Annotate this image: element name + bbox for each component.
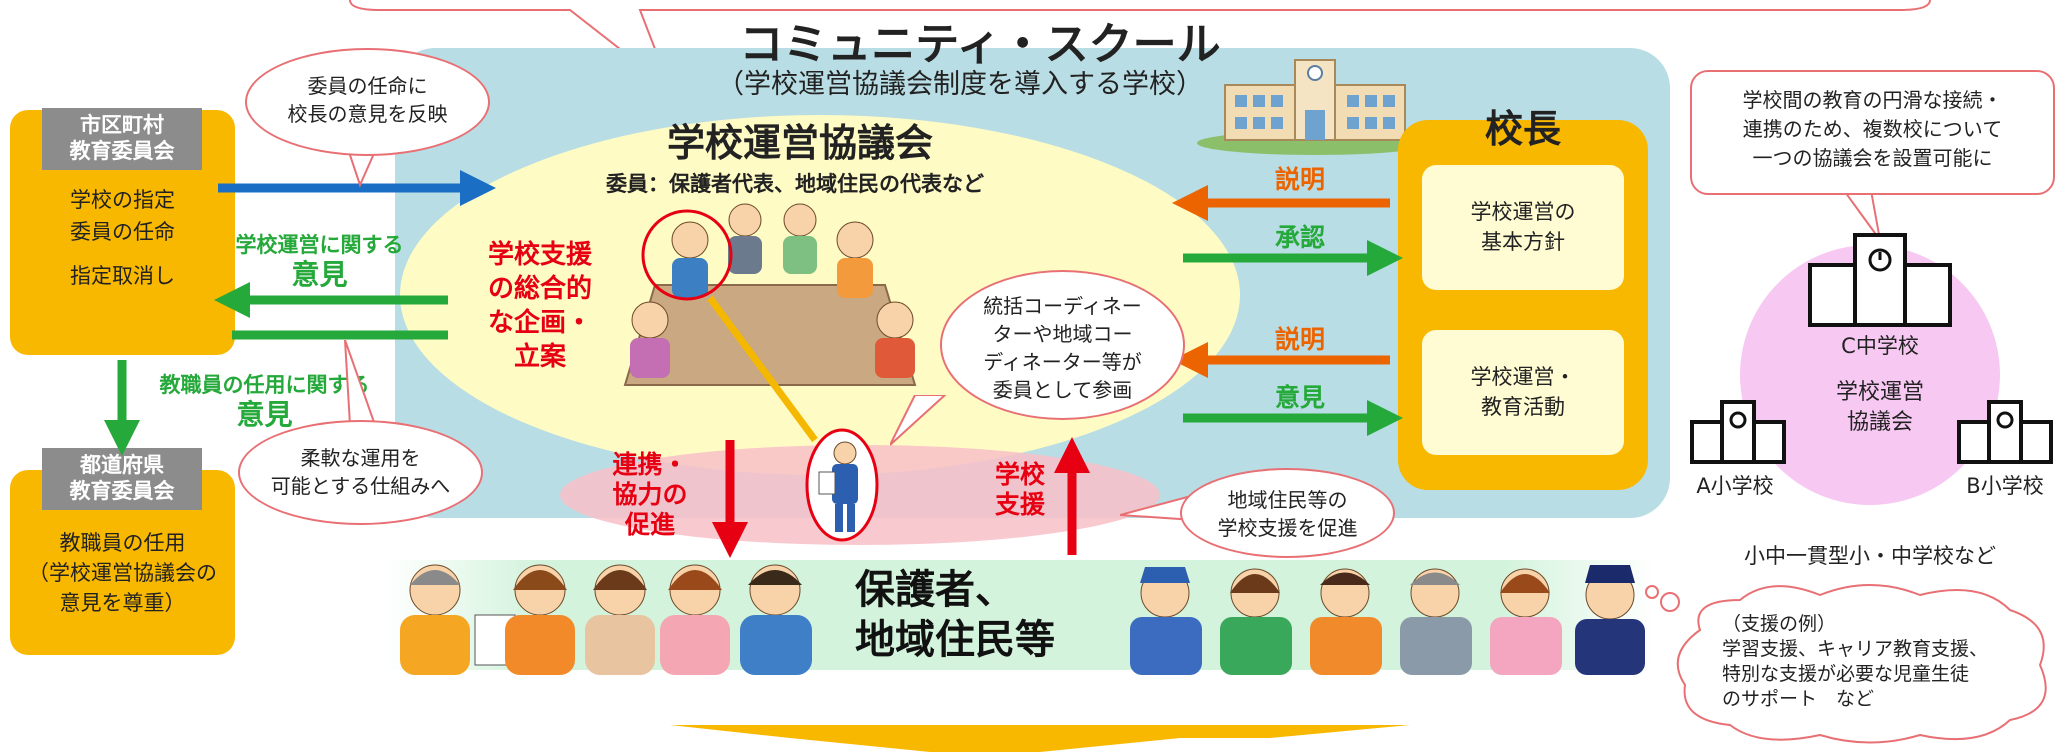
explain-label-2: 説明 (1274, 325, 1325, 354)
multi-callout: 学校間の教育の円滑な接続・ 連携のため、複数校について 一つの協議会を設置可能に (1690, 70, 2055, 195)
flexible-callout-tail (344, 340, 377, 426)
multi-line-2: 連携のため、複数校について (1742, 117, 2003, 141)
appoint-callout-line-1: 委員の任命に (307, 74, 428, 98)
opinion-staff-line-1: 教職員の任用に関する (159, 373, 370, 397)
b-elementary-label: B小学校 (1966, 474, 2044, 498)
policy-line-2: 基本方針 (1481, 230, 1565, 254)
appoint-callout: 委員の任命に 校長の意見を反映 (245, 48, 490, 156)
examples-cloud (1645, 584, 2047, 744)
meeting-illustration (623, 203, 917, 386)
support-line-2: 支援 (994, 490, 1045, 519)
opinion-school-line-1: 学校運営に関する (235, 233, 404, 257)
people-label: 保護者、 地域住民等 (855, 565, 1105, 665)
examples-text: （支援の例） 学習支援、キャリア教育支援、 特別な支援が必要な児童生徒 のサポー… (1722, 612, 2052, 712)
c-junior-high-label: C中学校 (1841, 334, 1919, 358)
b-elementary-icon (1957, 400, 2053, 464)
prefectural-item-2: （学校運営協議会の (28, 561, 217, 585)
municipal-board-items: 学校の指定 委員の任命 指定取消し (10, 184, 235, 292)
prefectural-item-1: 教職員の任用 (59, 531, 186, 555)
prefectural-head-line-1: 都道府県 (80, 453, 164, 477)
school-council-line-2: 協議会 (1846, 410, 1913, 435)
a-elementary-label: A小学校 (1696, 474, 1774, 498)
residents-line-1: 地域住民等の (1227, 488, 1348, 512)
bottom-arrow (670, 725, 1410, 752)
cooperation-line-2: 協力の (612, 480, 688, 509)
multi-line-3: 一つの協議会を設置可能に (1752, 146, 1993, 170)
opinion-staff-label: 教職員の任用に関する 意見 (142, 372, 387, 432)
municipal-item-appoint: 委員の任命 (70, 220, 175, 244)
opinion-label: 意見 (1274, 383, 1325, 412)
multi-callout-tail (1838, 185, 1881, 241)
flexible-callout: 柔軟な運用を 可能とする仕組みへ (238, 420, 483, 525)
examples-line-1: （支援の例） (1722, 613, 1837, 635)
residents-illustration-left (400, 564, 812, 675)
explain-label-1: 説明 (1274, 165, 1325, 194)
municipal-head-line-1: 市区町村 (80, 113, 164, 137)
people-label-line-1: 保護者、 (855, 567, 1015, 613)
principal-policy-box: 学校運営の 基本方針 (1422, 165, 1624, 290)
prefectural-item-3: 意見を尊重） (59, 591, 186, 615)
examples-line-2: 学習支援、キャリア教育支援、 (1722, 638, 1989, 660)
cooperation-label: 連携・ 協力の 促進 (600, 450, 700, 540)
opinion-school-line-2: 意見 (291, 258, 348, 291)
appoint-callout-line-2: 校長の意見を反映 (287, 102, 448, 126)
coordinator-line-1: 統括コーディネー (983, 294, 1142, 318)
c-junior-high-icon (1808, 233, 1952, 327)
coordinator-line-2: ターや地域コー (992, 322, 1133, 346)
residents-illustration-right (1130, 565, 1645, 675)
support-line-1: 学校 (994, 460, 1045, 489)
flexible-callout-line-1: 柔軟な運用を (300, 446, 421, 470)
coordinator-callout-tail (890, 395, 947, 446)
coordinator-callout: 統括コーディネー ターや地域コー ディネーター等が 委員として参画 (940, 270, 1185, 420)
school-building-icon (1197, 59, 1433, 155)
residents-callout: 地域住民等の 学校支援を促進 (1180, 468, 1395, 558)
examples-line-4: のサポート など (1722, 688, 1875, 710)
council-members: 委員：保護者代表、地域住民の代表など (606, 172, 984, 196)
planning-text: 学校支援 の総合的 な企画・ 立案 (470, 238, 610, 374)
support-label: 学校 支援 (975, 460, 1065, 520)
coordinator-line-3: ディネーター等が (983, 350, 1142, 374)
municipal-board-head: 市区町村 教育委員会 (42, 108, 202, 170)
a-elementary-icon (1690, 400, 1786, 464)
municipal-item-designate: 学校の指定 (70, 188, 175, 212)
multi-line-1: 学校間の教育の円滑な接続・ (1742, 88, 2003, 112)
school-council-label: 学校運営 協議会 (1800, 378, 1960, 438)
activities-line-2: 教育活動 (1481, 395, 1565, 419)
cooperation-line-1: 連携・ (612, 450, 688, 479)
principal-title: 校長 (1484, 107, 1561, 151)
flexible-callout-line-2: 可能とする仕組みへ (270, 474, 451, 498)
policy-line-1: 学校運営の (1470, 200, 1576, 224)
cooperation-line-3: 促進 (624, 510, 675, 539)
coordinator-line-4: 委員として参画 (992, 378, 1133, 402)
approve-label: 承認 (1274, 223, 1325, 252)
municipal-item-cancel: 指定取消し (70, 264, 175, 288)
residents-line-2: 学校支援を促進 (1217, 516, 1358, 540)
prefectural-board-head: 都道府県 教育委員会 (42, 448, 202, 510)
principal-activities-box: 学校運営・ 教育活動 (1422, 330, 1624, 455)
planning-line-3: な企画・ (487, 308, 592, 338)
activities-line-1: 学校運営・ (1470, 365, 1576, 389)
schools-caption: 小中一貫型小・中学校など (1744, 544, 1996, 568)
people-label-line-2: 地域住民等 (855, 617, 1055, 663)
municipal-head-line-2: 教育委員会 (69, 139, 175, 163)
coordinator-illustration (805, 428, 879, 542)
opinion-school-label: 学校運営に関する 意見 (212, 232, 427, 292)
prefectural-head-line-2: 教育委員会 (69, 479, 175, 503)
school-council-line-1: 学校運営 (1835, 380, 1924, 405)
prefectural-board-items: 教職員の任用 （学校運営協議会の 意見を尊重） (10, 528, 235, 618)
planning-line-2: の総合的 (487, 274, 592, 304)
yellow-connector (707, 295, 818, 443)
planning-line-4: 立案 (513, 342, 566, 372)
planning-line-1: 学校支援 (487, 240, 592, 270)
examples-line-3: 特別な支援が必要な児童生徒 (1722, 663, 1970, 685)
council-title: 学校運営協議会 (666, 121, 933, 165)
opinion-staff-line-2: 意見 (236, 398, 293, 431)
page-subtitle: （学校運営協議会制度を導入する学校） (717, 69, 1203, 100)
page-title: コミュニティ・スクール (739, 19, 1221, 70)
